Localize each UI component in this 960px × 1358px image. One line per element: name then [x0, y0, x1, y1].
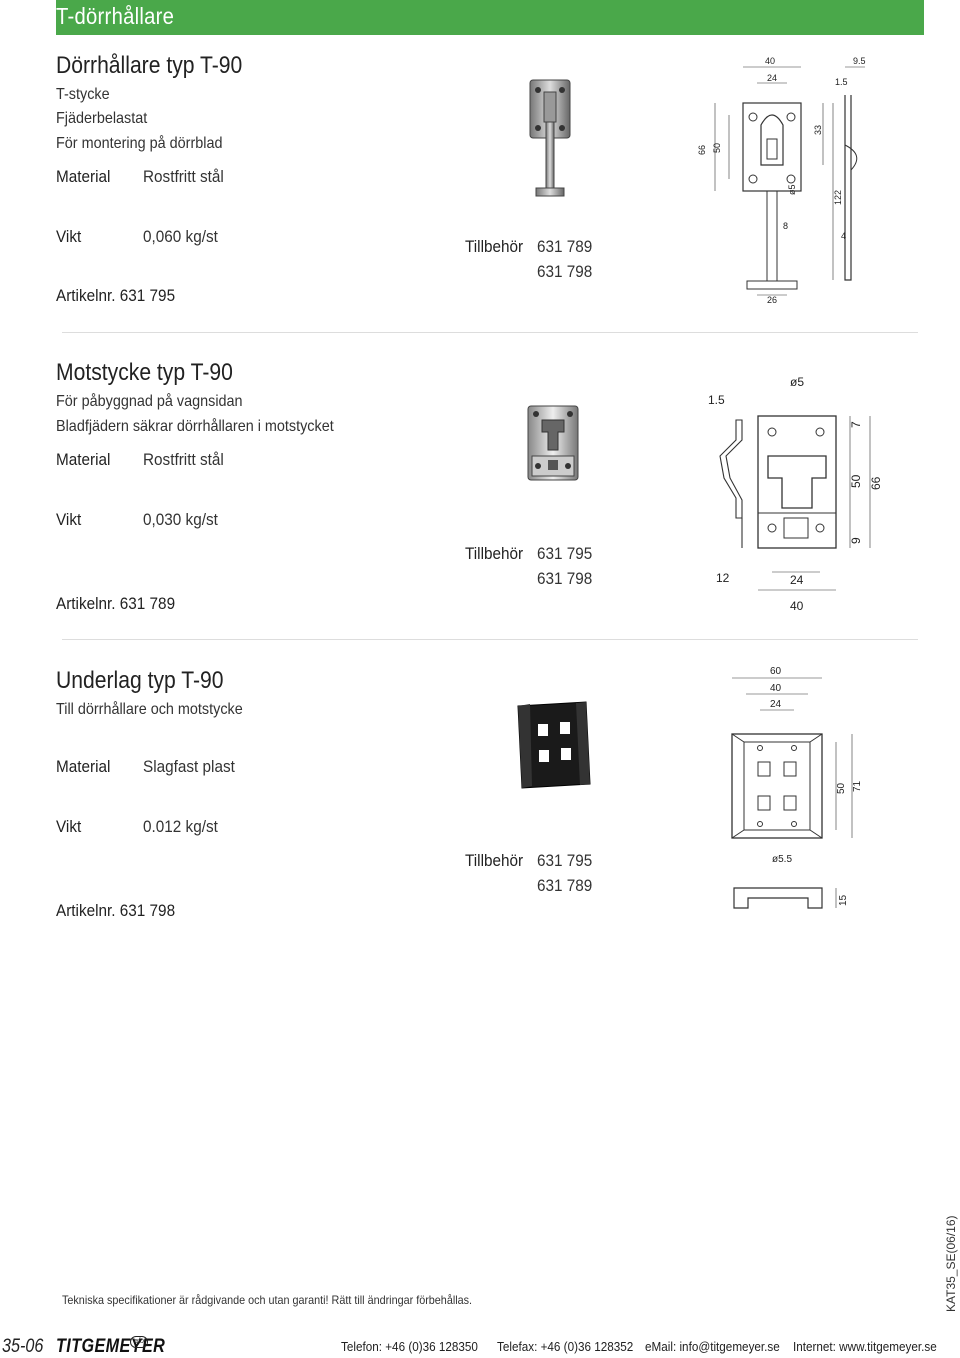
- accessory-item: 631 795: [537, 851, 593, 870]
- material-label: Material: [56, 167, 111, 186]
- svg-text:ø5.5: ø5.5: [772, 854, 792, 865]
- svg-text:8: 8: [783, 221, 788, 231]
- t-door-holder-photo-icon: [529, 79, 571, 197]
- accessory-item: 631 798: [537, 569, 593, 588]
- brand-logo: TITGEMEYER: [56, 1336, 165, 1358]
- article-number: Artikelnr. 631 795: [56, 286, 176, 305]
- counterpart-photo-icon: [527, 405, 579, 481]
- footer-phone: Telefon: +46 (0)36 128350: [341, 1339, 478, 1354]
- svg-text:40: 40: [765, 56, 775, 66]
- svg-text:15: 15: [838, 894, 849, 906]
- separator: [62, 332, 918, 333]
- footer-email[interactable]: eMail: info@titgemeyer.se: [645, 1339, 780, 1354]
- svg-text:66: 66: [697, 145, 707, 155]
- material-label: Material: [56, 450, 111, 469]
- weight-value: 0,030 kg/st: [143, 510, 218, 529]
- svg-text:12: 12: [716, 571, 730, 585]
- svg-text:50: 50: [712, 143, 722, 153]
- svg-text:60: 60: [770, 666, 782, 677]
- svg-text:50: 50: [836, 782, 847, 794]
- svg-text:ø5: ø5: [787, 184, 797, 195]
- svg-text:122: 122: [833, 190, 843, 205]
- page-number: 35-06: [2, 1336, 44, 1357]
- product-desc-line: Till dörrhållare och motstycke: [56, 701, 243, 718]
- weight-value: 0.012 kg/st: [143, 817, 218, 836]
- svg-text:50: 50: [849, 474, 863, 488]
- product-title: Motstycke typ T-90: [56, 359, 233, 386]
- svg-text:24: 24: [790, 573, 804, 587]
- weight-label: Vikt: [56, 227, 82, 246]
- accessories-label: Tillbehör: [465, 544, 524, 563]
- svg-text:40: 40: [790, 599, 804, 613]
- counterpart-drawing-icon: 1.5 ø5 7 50 66 9 12 24 40: [708, 375, 883, 613]
- disclaimer-text: Tekniska specifikationer är rådgivande o…: [62, 1293, 473, 1307]
- material-label: Material: [56, 757, 111, 776]
- svg-text:9.5: 9.5: [853, 56, 866, 66]
- svg-text:33: 33: [813, 125, 823, 135]
- t-door-holder-drawing-icon: 40 24 9.5 1.5 66 50 33 ø5 122 8 4 26: [697, 56, 866, 305]
- product-desc-line: Fjäderbelastat: [56, 110, 148, 127]
- product-desc-line: För montering på dörrblad: [56, 135, 223, 152]
- base-plate-drawing-icon: 60 40 24 50 71 ø5.5 15: [731, 666, 863, 909]
- product-desc-line: För påbyggnad på vagnsidan: [56, 393, 243, 410]
- weight-value: 0,060 kg/st: [143, 227, 218, 246]
- svg-text:1.5: 1.5: [708, 393, 725, 407]
- product-title: Dörrhållare typ T-90: [56, 52, 243, 79]
- page-title: T-dörrhållare: [56, 3, 175, 29]
- accessories-label: Tillbehör: [465, 851, 524, 870]
- svg-text:24: 24: [770, 699, 782, 710]
- svg-text:4: 4: [841, 231, 846, 241]
- brand-name: TITGEMEYER: [56, 1336, 166, 1357]
- product-title: Underlag typ T-90: [56, 667, 224, 694]
- material-value: Rostfritt stål: [143, 167, 224, 186]
- base-plate-photo-icon: [517, 701, 591, 789]
- product-desc-line: Bladfjädern säkrar dörrhållaren i motsty…: [56, 418, 334, 435]
- svg-text:9: 9: [849, 537, 863, 544]
- svg-text:7: 7: [849, 421, 863, 428]
- accessory-item: 631 798: [537, 262, 593, 281]
- footer-website[interactable]: Internet: www.titgemeyer.se: [793, 1339, 937, 1354]
- footer-fax: Telefax: +46 (0)36 128352: [497, 1339, 634, 1354]
- weight-label: Vikt: [56, 817, 82, 836]
- svg-text:ø5: ø5: [790, 375, 804, 389]
- separator: [62, 639, 918, 640]
- svg-text:40: 40: [770, 683, 782, 694]
- svg-text:66: 66: [869, 476, 883, 490]
- document-code: KAT35_SE(06/16): [944, 1215, 958, 1313]
- material-value: Rostfritt stål: [143, 450, 224, 469]
- header-bar: [56, 0, 924, 35]
- svg-text:1.5: 1.5: [835, 77, 848, 87]
- accessory-item: 631 789: [537, 876, 593, 895]
- brand-mark-icon: afo: [130, 1336, 148, 1348]
- article-number: Artikelnr. 631 798: [56, 901, 176, 920]
- accessories-label: Tillbehör: [465, 237, 524, 256]
- accessory-item: 631 795: [537, 544, 593, 563]
- weight-label: Vikt: [56, 510, 82, 529]
- article-number: Artikelnr. 631 789: [56, 594, 176, 613]
- svg-text:26: 26: [767, 295, 777, 305]
- product-desc-line: T-stycke: [56, 86, 110, 103]
- accessory-item: 631 789: [537, 237, 593, 256]
- svg-text:71: 71: [852, 780, 863, 792]
- material-value: Slagfast plast: [143, 757, 235, 776]
- svg-text:24: 24: [767, 73, 777, 83]
